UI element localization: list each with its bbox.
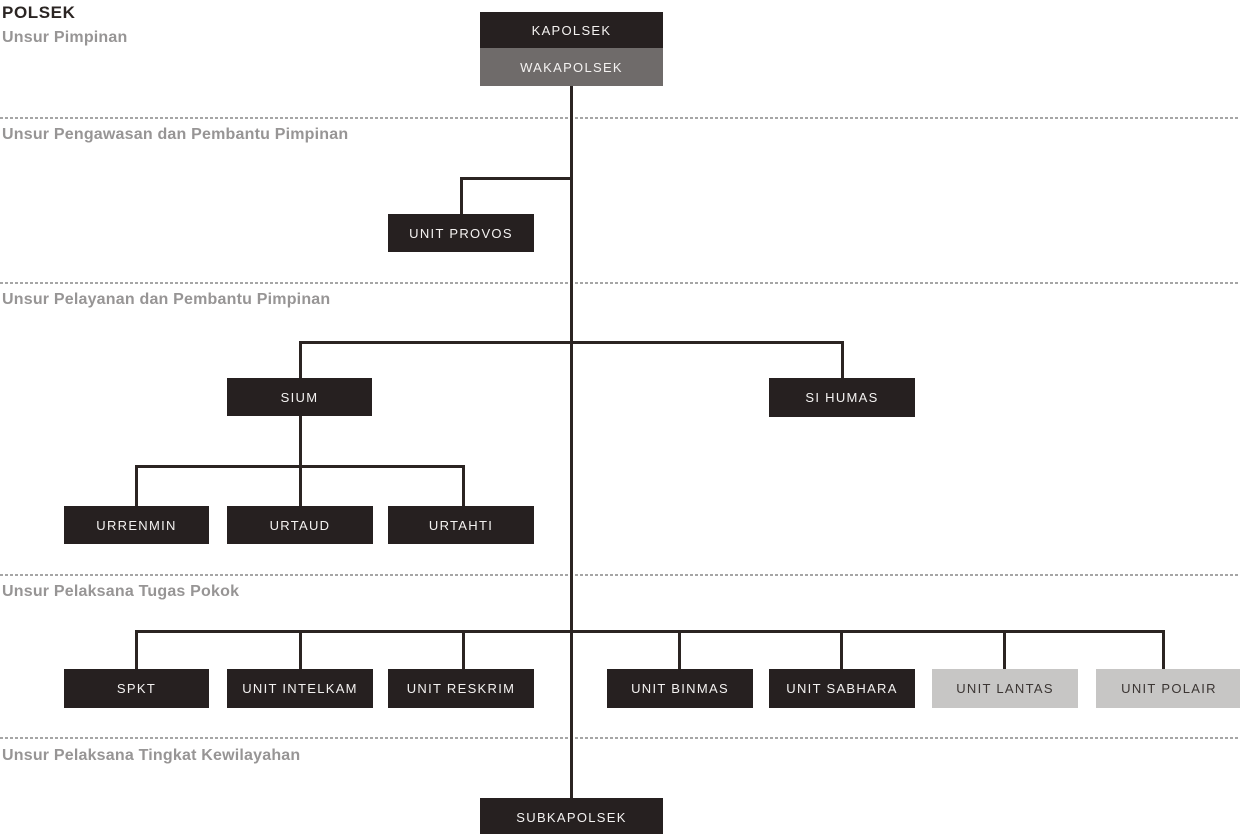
section-label-unsur-pimpinan: Unsur Pimpinan [2,29,128,46]
connector-sium-out [299,416,302,468]
connector-trunk [570,86,573,798]
connector-urrenmin-drop [135,465,138,506]
connector-row2-horizontal [299,341,844,344]
org-node-unit-reskrim: UNIT RESKRIM [388,669,534,708]
org-node-urrenmin: URRENMIN [64,506,209,544]
connector-urtahti-drop [462,465,465,506]
connector-polair-drop [1162,630,1165,669]
section-label-unsur-pengawasan: Unsur Pengawasan dan Pembantu Pimpinan [2,126,349,143]
connector-binmas-drop [678,630,681,669]
section-divider [0,117,1240,119]
connector-sihumas-drop [841,341,844,378]
section-label-unsur-pelaksana-tugas: Unsur Pelaksana Tugas Pokok [2,583,240,600]
connector-provos-drop [460,177,463,214]
section-divider [0,737,1240,739]
org-node-spkt: SPKT [64,669,209,708]
connector-reskrim-drop [462,630,465,669]
connector-intelkam-drop [299,630,302,669]
org-node-unit-sabhara: UNIT SABHARA [769,669,915,708]
connector-row4-horizontal [135,630,1165,633]
page-title: POLSEK [2,3,76,22]
connector-lantas-drop [1003,630,1006,669]
org-node-subkapolsek: SUBKAPOLSEK [480,798,663,834]
org-node-wakapolsek: WAKAPOLSEK [480,48,663,86]
connector-provos-horizontal [460,177,573,180]
section-label-unsur-pelayanan: Unsur Pelayanan dan Pembantu Pimpinan [2,291,331,308]
connector-sabhara-drop [840,630,843,669]
connector-urtaud-drop [299,465,302,506]
org-node-unit-polair: UNIT POLAIR [1096,669,1240,708]
connector-sium-drop [299,341,302,378]
section-divider [0,282,1240,284]
connector-spkt-drop [135,630,138,669]
section-label-unsur-kewilayahan: Unsur Pelaksana Tingkat Kewilayahan [2,747,301,764]
org-node-unit-binmas: UNIT BINMAS [607,669,753,708]
org-node-unit-provos: UNIT PROVOS [388,214,534,252]
org-node-urtaud: URTAUD [227,506,373,544]
org-node-unit-lantas: UNIT LANTAS [932,669,1078,708]
section-divider [0,574,1240,576]
org-node-sium: SIUM [227,378,372,416]
org-node-si-humas: SI HUMAS [769,378,915,417]
org-node-kapolsek: KAPOLSEK [480,12,663,48]
org-node-urtahti: URTAHTI [388,506,534,544]
org-node-unit-intelkam: UNIT INTELKAM [227,669,373,708]
